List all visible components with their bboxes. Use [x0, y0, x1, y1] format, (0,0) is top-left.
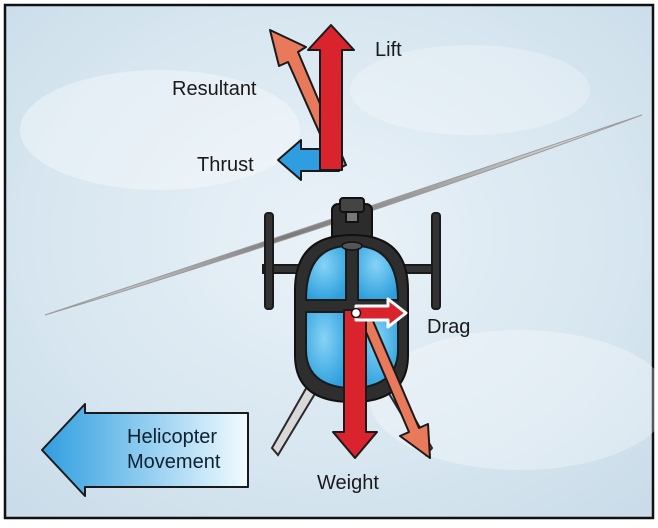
helicopter-movement-arrow	[41, 403, 249, 497]
thrust-label: Thrust	[197, 154, 254, 176]
rotor-blade	[44, 114, 643, 316]
resultant-arrow-bottom	[359, 313, 431, 459]
cloud	[370, 330, 658, 470]
drag-label: Drag	[427, 316, 470, 338]
cloud	[20, 70, 300, 190]
cross-bars	[262, 212, 441, 310]
center-of-gravity-dot	[350, 307, 362, 319]
drag-arrow	[354, 297, 408, 329]
movement-label-line2: Movement	[127, 451, 221, 473]
lift-arrow	[307, 24, 355, 171]
resultant-label: Resultant	[172, 78, 257, 100]
rotor-hub	[341, 241, 363, 251]
cloud	[350, 45, 590, 135]
lift-label: Lift	[375, 39, 402, 61]
weight-label: Weight	[317, 472, 379, 494]
weight-arrow	[332, 309, 378, 459]
movement-label-line1: Helicopter	[127, 426, 217, 448]
rotor-mast	[331, 197, 373, 243]
